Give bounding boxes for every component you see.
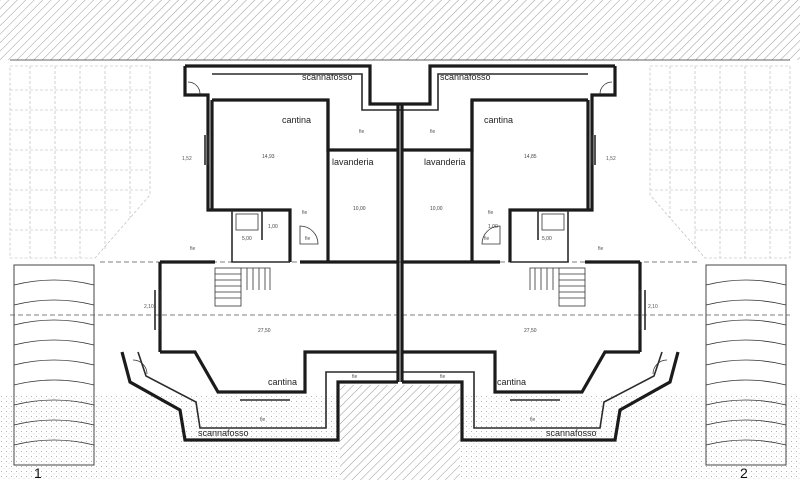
dimension-label: 2,10 [648, 304, 658, 310]
garden-grid-right [649, 65, 791, 259]
section-marker-2: 2 [740, 465, 748, 480]
room-area-small: 1,00 [268, 224, 278, 230]
dimension-label: fie [302, 210, 308, 216]
dimension-label: 1,52 [182, 156, 192, 162]
dimension-label: fie [530, 417, 536, 423]
room-label-cantina-bottom: cantina [268, 377, 297, 387]
dimension-label: fie [305, 236, 311, 242]
room-label-cantina-bottom: cantina [497, 377, 526, 387]
earth-top-hatch [0, 0, 800, 60]
unit-right [400, 64, 680, 442]
ramp-left [13, 264, 95, 466]
dimension-label: fie [484, 236, 490, 242]
room-label-scannafosso-top: scannafosso [302, 72, 353, 82]
dimension-label: fie [440, 374, 446, 380]
room-area-lavanderia: 10,00 [430, 206, 443, 212]
room-area-wc: 5,00 [542, 236, 552, 242]
room-label-scannafosso-top: scannafosso [440, 72, 491, 82]
dimension-label: fie [190, 246, 196, 252]
earth-bottom-left [0, 395, 340, 480]
dimension-label: fie [352, 374, 358, 380]
dimension-label: fie [430, 129, 436, 135]
dimension-label: fie [598, 246, 604, 252]
stairs-left [214, 267, 271, 307]
garden-grid-left [9, 65, 151, 259]
room-label-lavanderia: lavanderia [332, 157, 374, 167]
section-marker-1: 1 [34, 465, 42, 480]
unit-left [120, 64, 400, 442]
dimension-label: fie [488, 210, 494, 216]
dimension-label: fie [260, 417, 266, 423]
stairs-right [529, 267, 586, 307]
room-label-scannafosso-bottom: scannafosso [546, 428, 597, 438]
room-label-lavanderia: lavanderia [424, 157, 466, 167]
room-area-main: 27,50 [258, 328, 271, 334]
room-label-cantina-top: cantina [282, 115, 311, 125]
earth-bottom-center [340, 385, 460, 480]
room-area-main: 27,50 [524, 328, 537, 334]
dimension-label: fie [359, 129, 365, 135]
room-area-wc: 5,00 [242, 236, 252, 242]
earth-bottom-right [460, 395, 800, 480]
ramp-right [705, 264, 787, 466]
room-label-cantina-top: cantina [484, 115, 513, 125]
dimension-label: 1,52 [606, 156, 616, 162]
room-area-lavanderia: 10,00 [353, 206, 366, 212]
room-area-cantina-top: 14,85 [524, 154, 537, 160]
dimension-label: 2,10 [144, 304, 154, 310]
room-area-cantina-top: 14,93 [262, 154, 275, 160]
room-area-small: 1,00 [488, 224, 498, 230]
party-wall [396, 104, 404, 382]
room-label-scannafosso-bottom: scannafosso [198, 428, 249, 438]
